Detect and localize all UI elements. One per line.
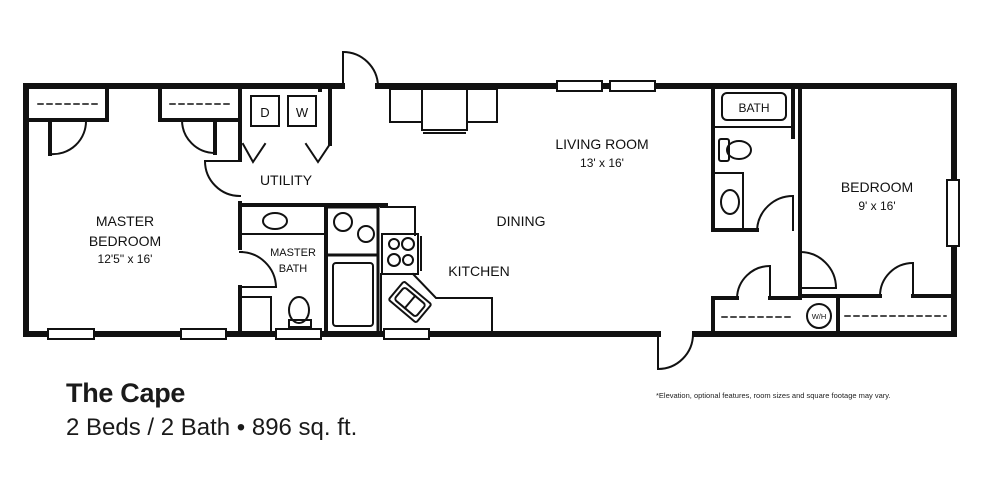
- master-bath-label-2: BATH: [279, 263, 308, 275]
- plan-subtitle: 2 Beds / 2 Bath • 896 sq. ft.: [66, 414, 358, 441]
- plan-title: The Cape: [66, 378, 186, 408]
- master-bedroom-size: 12'5" x 16': [98, 252, 153, 266]
- room-labels: D W W/H MASTER BEDROOM 12'5" x 16' UTILI…: [89, 101, 913, 321]
- entry-door-bottom: [656, 332, 695, 370]
- master-bath-label: MASTER: [270, 247, 316, 259]
- kitchen-label: KITCHEN: [448, 263, 509, 279]
- master-bedroom-label-2: BEDROOM: [89, 233, 161, 249]
- dining-label: DINING: [497, 213, 546, 229]
- washer-label: W: [296, 105, 309, 120]
- dryer-label: D: [260, 105, 269, 120]
- bath-label: BATH: [738, 101, 769, 115]
- water-heater-label: W/H: [812, 312, 827, 321]
- floor-plan: D W W/H MASTER BEDROOM 12'5" x 16' UTILI…: [23, 50, 960, 370]
- bedroom-label: BEDROOM: [841, 179, 913, 195]
- living-room-label: LIVING ROOM: [555, 136, 648, 152]
- dryer-washer: [250, 95, 317, 127]
- master-closets: [28, 86, 240, 156]
- living-room-size: 13' x 16': [580, 156, 624, 170]
- bedroom-size: 9' x 16': [858, 199, 895, 213]
- water-heater: [806, 303, 832, 329]
- master-bedroom-label: MASTER: [96, 213, 154, 229]
- entry-door-top: [341, 50, 380, 88]
- disclaimer: *Elevation, optional features, room size…: [656, 391, 891, 400]
- utility-label: UTILITY: [260, 172, 313, 188]
- windows: [47, 80, 960, 340]
